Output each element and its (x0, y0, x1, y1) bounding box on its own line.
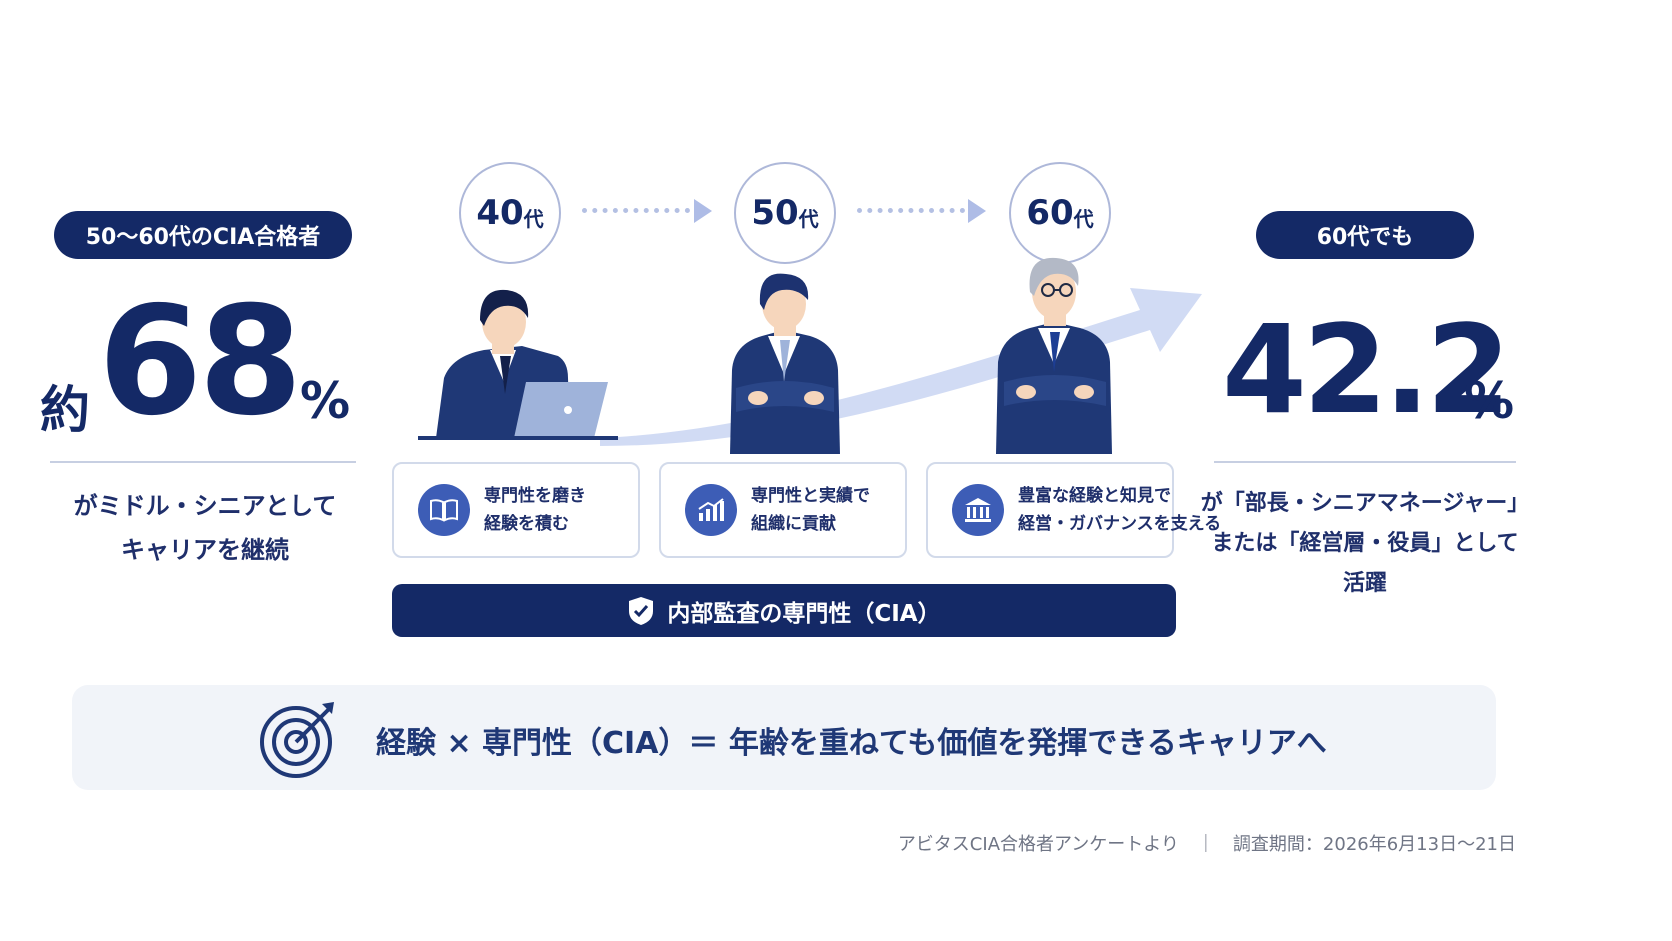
building-icon (952, 484, 1004, 536)
age-connector-dots (857, 208, 965, 213)
growth-arrow (600, 288, 1202, 446)
left-stat-number: 68 (98, 275, 303, 449)
right-stat-number: 42.2 (1222, 299, 1511, 441)
right-desc-line1: が「部長・シニアマネージャー」 (1200, 491, 1530, 516)
age-connector-dots (582, 208, 690, 213)
age-unit: 代 (1073, 206, 1094, 231)
source-footnote: アビタスCIA合格者アンケートより ｜ 調査期間：2026年6月13日～21日 (897, 834, 1516, 855)
book-icon (418, 484, 470, 536)
shield-check-icon (629, 596, 654, 625)
left-desc-line2: キャリアを継続 (121, 536, 289, 564)
person-with-laptop-illustration (418, 289, 618, 440)
age-number: 60 (1026, 193, 1074, 233)
left-desc-line1: がミドル・シニアとして (73, 492, 337, 520)
right-stat-description: が「部長・シニアマネージャー」 または「経営層・役員」として 活躍 (1200, 484, 1530, 604)
left-stat-description: がミドル・シニアとして キャリアを継続 (40, 484, 370, 572)
right-divider (1214, 461, 1516, 463)
left-stat-unit: % (300, 372, 351, 430)
card-line2: 組織に貢献 (751, 514, 836, 534)
age-unit: 代 (798, 206, 819, 231)
stage-card-40s: 専門性を磨き 経験を積む (392, 462, 640, 558)
age-connector-arrow-icon (968, 199, 986, 223)
right-desc-line2: または「経営層・役員」として (1211, 531, 1519, 556)
age-connector-arrow-icon (694, 199, 712, 223)
age-number: 40 (476, 193, 524, 233)
stage-card-60s: 豊富な経験と知見で 経営・ガバナンスを支える (926, 462, 1221, 558)
senior-person-illustration (996, 257, 1112, 454)
card-text: 専門性を磨き 経験を積む (484, 482, 586, 538)
age-unit: 代 (523, 206, 544, 231)
right-stat-pill: 60代でも (1256, 211, 1474, 259)
growth-chart-icon (685, 484, 737, 536)
banner-text: 内部監査の専門性（CIA） (667, 600, 941, 627)
right-stat-unit: % (1464, 372, 1515, 430)
target-icon (260, 702, 334, 778)
left-stat-prefix: 約 (40, 381, 90, 439)
card-text: 専門性と実績で 組織に貢献 (751, 482, 870, 538)
stage-card-50s: 専門性と実績で 組織に貢献 (659, 462, 907, 558)
person-arms-crossed-illustration (730, 273, 840, 454)
card-line1: 豊富な経験と知見で (1018, 486, 1171, 506)
card-line2: 経営・ガバナンスを支える (1018, 514, 1222, 534)
right-desc-line3: 活躍 (1342, 571, 1387, 596)
card-text: 豊富な経験と知見で 経営・ガバナンスを支える (1018, 482, 1221, 538)
card-line2: 経験を積む (484, 514, 569, 534)
card-line1: 専門性を磨き (484, 486, 586, 506)
card-line1: 専門性と実績で (751, 486, 870, 506)
age-number: 50 (751, 193, 799, 233)
cia-expertise-banner: 内部監査の専門性（CIA） (392, 584, 1176, 637)
bottom-message-text: 経験 × 専門性（CIA）＝ 年齢を重ねても価値を発揮できるキャリアへ (376, 726, 1327, 761)
left-divider (50, 461, 356, 463)
left-stat-pill: 50～60代のCIA合格者 (54, 211, 352, 259)
